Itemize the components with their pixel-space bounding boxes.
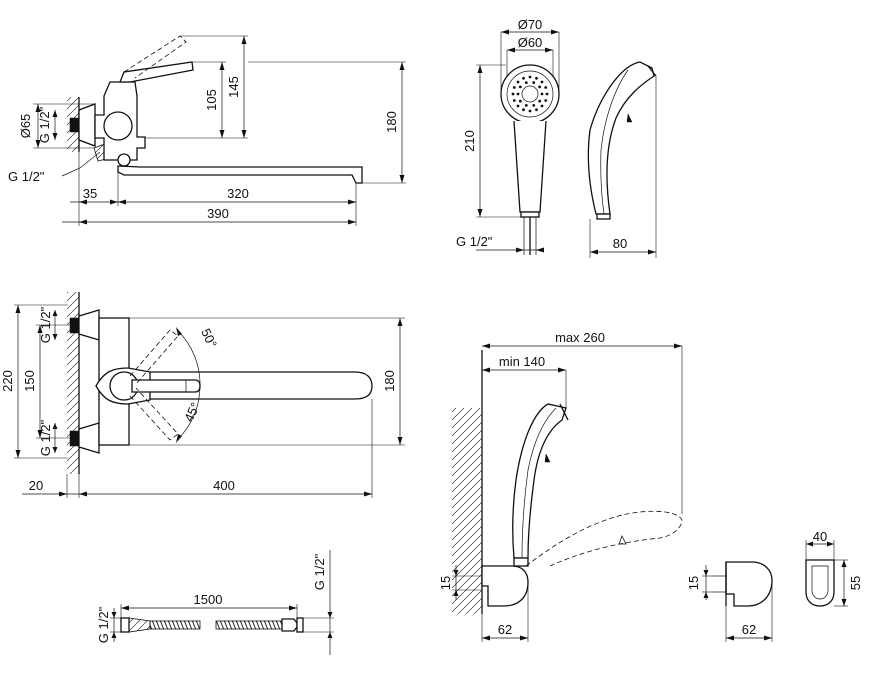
nozzle-dot (538, 99, 542, 103)
nozzle-dot (524, 81, 528, 84)
dim-w62-bracket: 62 (742, 622, 756, 637)
nozzle-dot (535, 108, 538, 112)
dim-max260: max 260 (555, 330, 605, 345)
nozzle-dot (516, 92, 520, 96)
nozzle-dot (511, 92, 515, 96)
nozzle-dot (532, 104, 536, 107)
dim-a45: 45° (181, 400, 203, 424)
dim-w320: 320 (227, 186, 249, 201)
shower-hose: 1500 G 1/2" G 1/2" (96, 550, 334, 655)
nozzle-dot (528, 75, 532, 79)
nozzle-dot (512, 99, 516, 102)
nozzle-dot (540, 80, 544, 84)
nozzle-dot (540, 92, 544, 96)
dim-w62-holder: 62 (498, 622, 512, 637)
dim-h220: 220 (0, 370, 15, 392)
dim-a50: 50° (198, 326, 220, 350)
dim-h180-mid: 180 (382, 370, 397, 392)
dim-h15-bracket: 15 (686, 576, 701, 590)
nozzle-dot (545, 92, 549, 96)
holder-assembly: max 260 min 140 15 62 (438, 330, 683, 642)
faucet-top-view: 50° 45° 220 150 G 1/2" G 1/2" 180 (0, 292, 405, 498)
dim-d70: Ø70 (518, 17, 543, 32)
dim-w390: 390 (207, 206, 229, 221)
nozzle-dot (518, 85, 522, 89)
spray-nozzles (511, 75, 549, 113)
dim-h55: 55 (848, 576, 863, 590)
nozzle-dot (528, 109, 532, 113)
nozzle-dot (516, 80, 520, 84)
nozzle-dot (544, 99, 548, 102)
dim-w35: 35 (83, 186, 97, 201)
dim-h15-holder: 15 (438, 576, 453, 590)
dim-w80: 80 (613, 236, 627, 251)
dim-d65: Ø65 (18, 114, 33, 139)
nozzle-dot (522, 108, 525, 112)
dim-d60: Ø60 (518, 35, 543, 50)
nozzle-dot (524, 104, 528, 107)
dim-w400: 400 (213, 478, 235, 493)
wall-hatch-mid (67, 292, 79, 474)
handshower-views: Ø70 Ø60 210 G 1/2" 80 (456, 17, 657, 258)
dim-h145: 145 (226, 76, 241, 98)
nozzle-dot (540, 104, 544, 108)
nozzle-dot (544, 86, 548, 89)
dim-w40: 40 (813, 529, 827, 544)
nozzle-dot (538, 85, 542, 89)
dim-h180-top: 180 (384, 111, 399, 133)
nozzle-dot (518, 99, 522, 103)
nozzle-dot (535, 76, 538, 80)
nozzle-dot (516, 104, 520, 108)
dim-w20: 20 (29, 478, 43, 493)
dim-g12-bot: G 1/2" (38, 419, 53, 456)
dim-g12-handshower: G 1/2" (456, 234, 493, 249)
dim-g12-top: G 1/2" (38, 306, 53, 343)
wall-hatch-holder (452, 408, 482, 614)
dim-g12-hose-left: G 1/2" (96, 606, 111, 643)
faucet-side-view: Ø65 G 1/2" G 1/2" 105 145 180 (8, 35, 406, 226)
nozzle-dot (512, 86, 516, 89)
dim-g12-wall: G 1/2" (37, 106, 52, 143)
dim-h210: 210 (462, 130, 477, 152)
dim-h150: 150 (22, 370, 37, 392)
dim-g12-side: G 1/2" (8, 169, 45, 184)
dim-h105: 105 (204, 89, 219, 111)
wall-connector (69, 117, 80, 133)
dim-g12-hose-right: G 1/2" (312, 553, 327, 590)
dim-min140: min 140 (499, 354, 545, 369)
nozzle-dot (522, 76, 525, 80)
bracket-views: 15 62 40 55 (686, 529, 863, 642)
nozzle-dot (532, 81, 536, 84)
dim-len1500: 1500 (194, 592, 223, 607)
